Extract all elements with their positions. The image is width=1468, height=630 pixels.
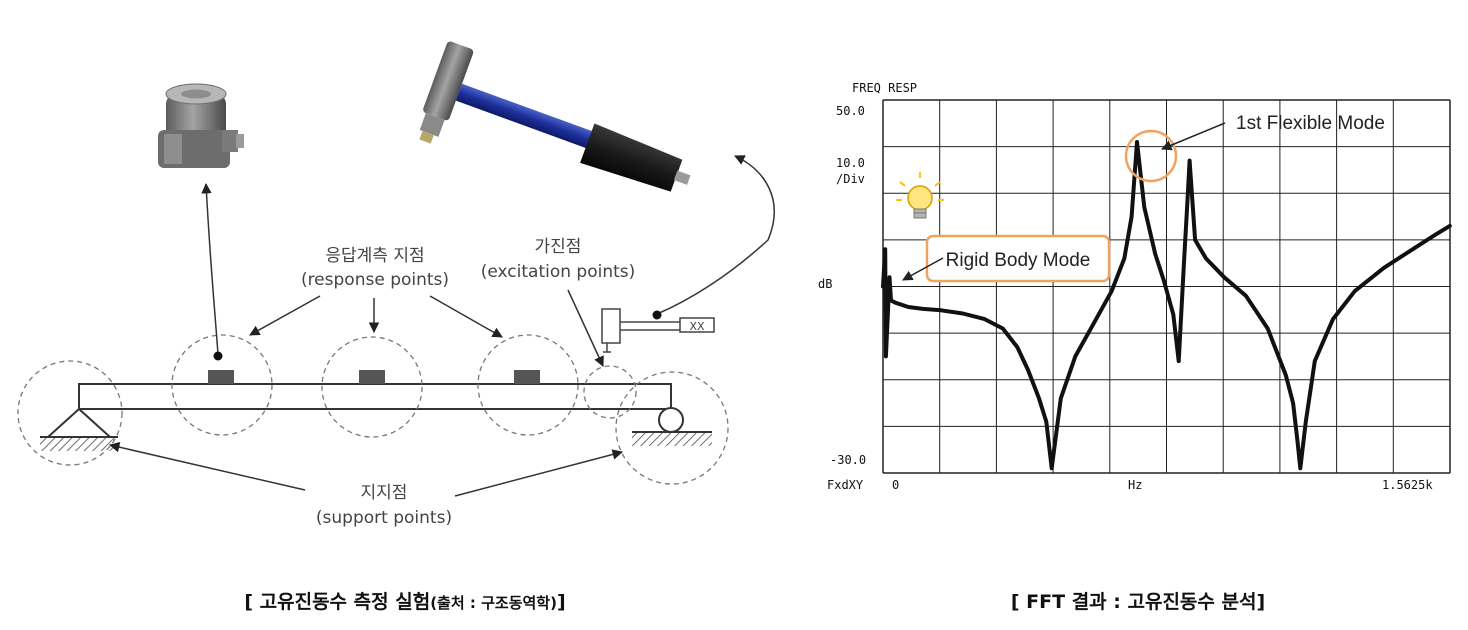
- response-label-ko: 응답계측 지점: [325, 246, 424, 266]
- y-axis-label: dB: [818, 277, 832, 291]
- series-line: [881, 140, 1452, 471]
- rigid-mode-box: [925, 234, 1111, 283]
- arrow-support-right: [454, 449, 624, 497]
- hammer-dot: [652, 310, 662, 320]
- excitation-label-en: (excitation points): [481, 262, 636, 282]
- x-axis-label: Hz: [1128, 478, 1142, 492]
- excitation-zone: [583, 365, 637, 419]
- support-label-ko: 지지점: [361, 483, 408, 503]
- arrow-support-left: [108, 442, 306, 491]
- y-bottom-label: -30.0: [830, 453, 866, 467]
- response-zone-3: [477, 334, 579, 436]
- sensor-dot: [213, 351, 223, 361]
- arrow-to-hammer: [656, 155, 775, 315]
- lightbulb-icon: [896, 172, 944, 219]
- right-caption: [ FFT 결과 : 고유진동수 분석]: [1011, 591, 1265, 613]
- support-zone-right: [615, 371, 729, 485]
- arrow-response-3: [429, 295, 503, 338]
- arrow-excitation: [567, 289, 604, 367]
- sensor-1: [208, 370, 234, 384]
- left-caption: [ 고유진동수 측정 실험(출처 : 구조동역학)]: [244, 591, 565, 613]
- flexible-mode-label: 1st Flexible Mode: [1236, 113, 1385, 134]
- fft-chart: FREQ RESP 50.0 10.0 /Div dB -30.0 FxdXY …: [818, 81, 1452, 613]
- hammer-tip-label: XX: [689, 320, 705, 333]
- rigid-mode-label: Rigid Body Mode: [946, 250, 1091, 271]
- support-zone-left: [17, 360, 123, 466]
- response-zone-1: [171, 334, 273, 436]
- excitation-label-ko: 가진점: [535, 237, 582, 257]
- flexible-mode-marker: [1124, 129, 1178, 183]
- y-div-label: 10.0: [836, 156, 865, 170]
- beam: [78, 383, 672, 410]
- rigid-mode-arrow: [902, 257, 944, 281]
- impact-hammer-icon: [419, 41, 691, 192]
- y-div-unit: /Div: [836, 172, 865, 186]
- x-prefix-label: FxdXY: [827, 478, 864, 492]
- roller-support: [632, 407, 712, 446]
- support-label-en: (support points): [316, 508, 452, 528]
- x-start-label: 0: [892, 478, 899, 492]
- accelerometer-icon: [158, 83, 244, 168]
- sensor-3: [514, 370, 540, 384]
- response-label-en: (response points): [301, 270, 449, 290]
- pin-support: [40, 407, 118, 451]
- arrow-to-accelerometer: [201, 182, 219, 355]
- x-end-label: 1.5625k: [1382, 478, 1433, 492]
- y-top-label: 50.0: [836, 104, 865, 118]
- hammer-sketch-icon: [601, 308, 715, 353]
- arrow-response-1: [249, 295, 321, 336]
- sensor-2: [359, 370, 385, 384]
- response-zone-2: [321, 336, 423, 438]
- test-setup-diagram: XX 응답계측 지점 (response points) 가진점 (excita…: [17, 41, 775, 613]
- chart-title: FREQ RESP: [852, 81, 917, 95]
- flexible-mode-arrow: [1161, 122, 1226, 151]
